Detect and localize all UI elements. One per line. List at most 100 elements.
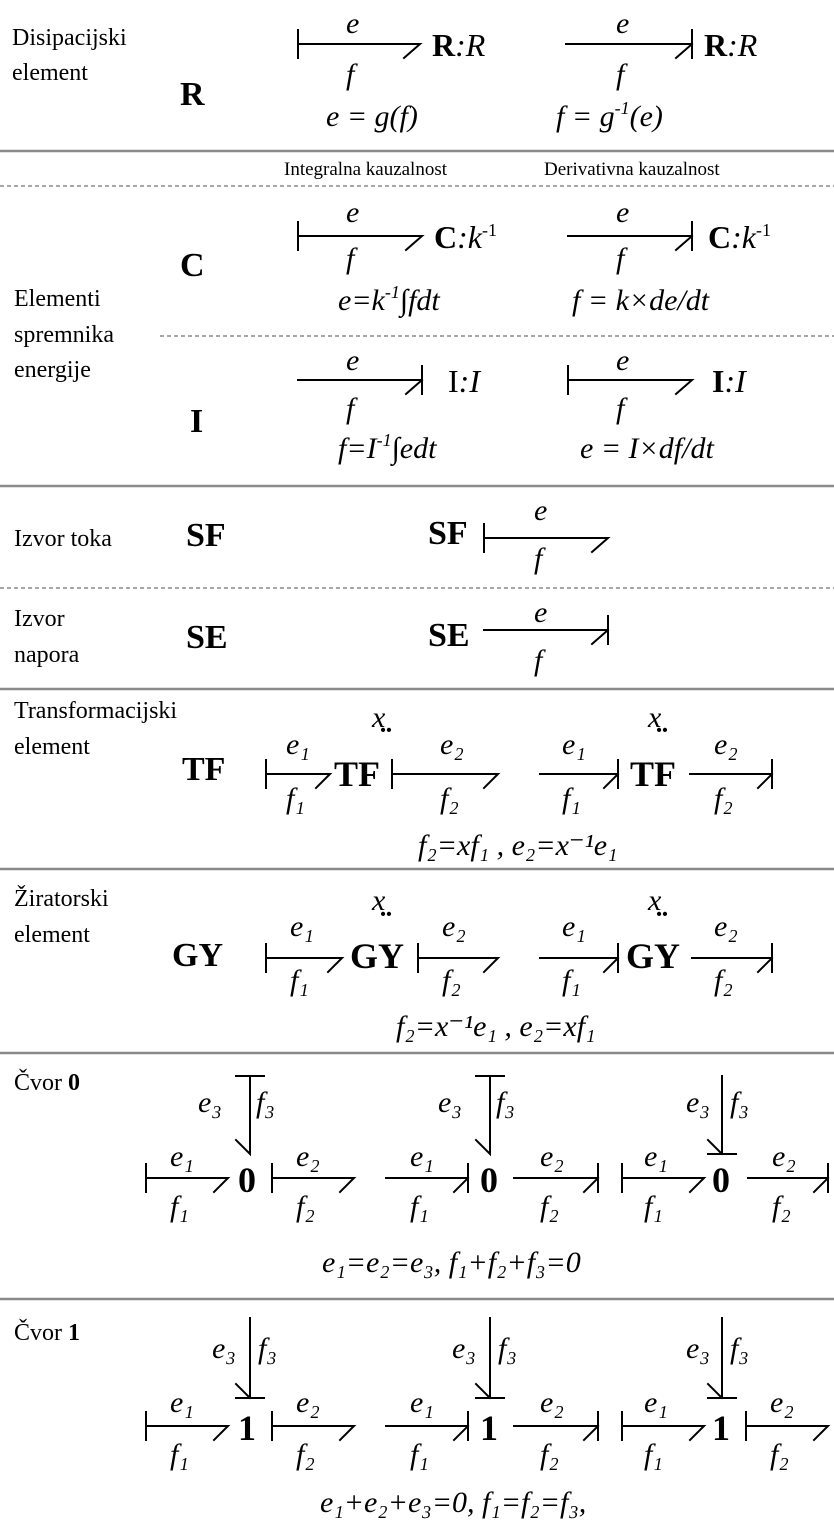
- flow-label: f₂: [540, 1438, 559, 1471]
- flow-label: f₁: [644, 1190, 663, 1223]
- bond-left-causal: e f: [297, 196, 425, 275]
- row-effort-source: Izvor napora SE SE e f: [14, 596, 610, 677]
- flow-label: f₃: [256, 1086, 275, 1119]
- row-label: energije: [14, 357, 91, 383]
- bond: [706, 1075, 737, 1156]
- flow-label: f₂: [770, 1438, 789, 1471]
- bond: [391, 759, 501, 790]
- bond: [474, 1075, 505, 1157]
- row-inertial: I e f I:I f=I-1∫edt e f I:I e = I×df/dt: [190, 344, 747, 467]
- zero-junction-node: 0: [480, 1160, 498, 1200]
- bond: [539, 943, 620, 974]
- element-symbol: SF: [186, 517, 226, 554]
- bond: [385, 1163, 470, 1194]
- row-transformer: Transformacijski element TF e₁ f₁ x ¨ TF…: [14, 698, 774, 862]
- effort-label: e₃: [452, 1332, 476, 1365]
- constitutive-equation: f₂=xf₁ , e₂=x⁻¹e₁: [418, 829, 617, 862]
- effort-label: e₁: [644, 1140, 668, 1173]
- effort-label: e₁: [410, 1386, 434, 1419]
- effort-label: e: [346, 7, 359, 40]
- bond-right-causal: e f: [565, 7, 694, 91]
- constitutive-equation: e=k-1∫fdt: [338, 282, 440, 319]
- element-tag: R:R: [432, 27, 486, 63]
- effort-label: e₂: [540, 1140, 564, 1173]
- bond: [621, 1411, 707, 1442]
- constitutive-equation: e₁=e₂=e₃, f₁+f₂+f₃=0: [322, 1246, 581, 1279]
- bond-left-causal: e f: [567, 344, 695, 425]
- bond-left-causal: e f: [297, 7, 423, 91]
- row-flow-source: Izvor toka SF SF e f: [14, 494, 611, 575]
- bond: [265, 943, 345, 974]
- flow-label: f₃: [730, 1332, 749, 1365]
- flow-label: f₂: [772, 1190, 791, 1223]
- row-gyrator: Žiratorski element GY e₁ f₁ x ¨ GY e₂ f₂…: [14, 884, 774, 1043]
- row-label: Čvor 0: [14, 1069, 80, 1096]
- effort-label: e₁: [644, 1386, 668, 1419]
- row-label: Izvor toka: [14, 526, 112, 552]
- effort-label: e₂: [442, 910, 466, 943]
- bond-right-causal: e f: [297, 344, 424, 425]
- bond: [271, 1163, 357, 1194]
- bond: [417, 943, 501, 974]
- flow-label: f₂: [714, 782, 733, 815]
- flow-label: f₂: [440, 782, 459, 815]
- effort-label: e₁: [562, 728, 586, 761]
- flow-label: f₃: [258, 1332, 277, 1365]
- bond: [234, 1075, 265, 1157]
- bond-right-causal: e f: [567, 196, 694, 275]
- flow-label: f: [346, 58, 358, 91]
- effort-label: e₁: [410, 1140, 434, 1173]
- row-label: element: [14, 734, 90, 760]
- row-label: Žiratorski: [14, 886, 109, 912]
- flow-label: f₃: [498, 1332, 517, 1365]
- row-label: Izvor: [14, 606, 65, 632]
- effort-label: e₂: [296, 1140, 320, 1173]
- one-junction-node: 1: [712, 1408, 730, 1448]
- element-tag: R:R: [704, 27, 758, 63]
- effort-label: e: [616, 7, 629, 40]
- bond: [145, 1411, 231, 1442]
- effort-label: e₂: [540, 1386, 564, 1419]
- one-junction-node: 1: [238, 1408, 256, 1448]
- effort-label: e₁: [562, 910, 586, 943]
- derivative-causality-header: Derivativna kauzalnost: [544, 159, 720, 180]
- bond: [747, 1163, 830, 1194]
- effort-label: e₃: [198, 1086, 222, 1119]
- zero-junction-node: 0: [238, 1160, 256, 1200]
- constitutive-equation: f = k×de/dt: [572, 284, 710, 317]
- flow-label: f₁: [290, 964, 309, 997]
- element-symbol: TF: [182, 751, 225, 788]
- modulus-label: x: [371, 884, 386, 917]
- flow-label: f₂: [442, 964, 461, 997]
- bond-right-causal: e f: [483, 596, 610, 677]
- element-symbol: R: [180, 76, 205, 113]
- flow-label: f: [346, 242, 358, 275]
- effort-label: e: [534, 596, 547, 629]
- flow-label: f₁: [286, 782, 305, 815]
- row-label: napora: [14, 642, 80, 668]
- modulus-dots: ¨: [656, 720, 668, 760]
- effort-label: e: [346, 196, 359, 229]
- flow-label: f₁: [410, 1190, 429, 1223]
- modulus-label: x: [647, 701, 662, 734]
- effort-label: e₂: [296, 1386, 320, 1419]
- row-dissipative: Disipacijski element R e f R:R e = g(f) …: [12, 7, 758, 133]
- flow-label: f₁: [562, 782, 581, 815]
- effort-label: e₂: [770, 1386, 794, 1419]
- flow-label: f: [346, 392, 358, 425]
- bond: [689, 759, 774, 790]
- constitutive-equation: f₂=x⁻¹e₁ , e₂=xf₁: [396, 1010, 595, 1043]
- flow-label: f: [616, 58, 628, 91]
- flow-label: f₁: [170, 1190, 189, 1223]
- bond: [691, 943, 774, 974]
- row-label: Disipacijski: [12, 25, 127, 51]
- flow-label: f₁: [410, 1438, 429, 1471]
- bond: [474, 1317, 505, 1400]
- flow-label: f₁: [562, 964, 581, 997]
- effort-label: e₁: [286, 728, 310, 761]
- effort-label: e₁: [170, 1386, 194, 1419]
- tf-node: TF: [334, 754, 380, 794]
- flow-label: f₂: [296, 1190, 315, 1223]
- effort-label: e₃: [686, 1332, 710, 1365]
- bond: [234, 1317, 265, 1400]
